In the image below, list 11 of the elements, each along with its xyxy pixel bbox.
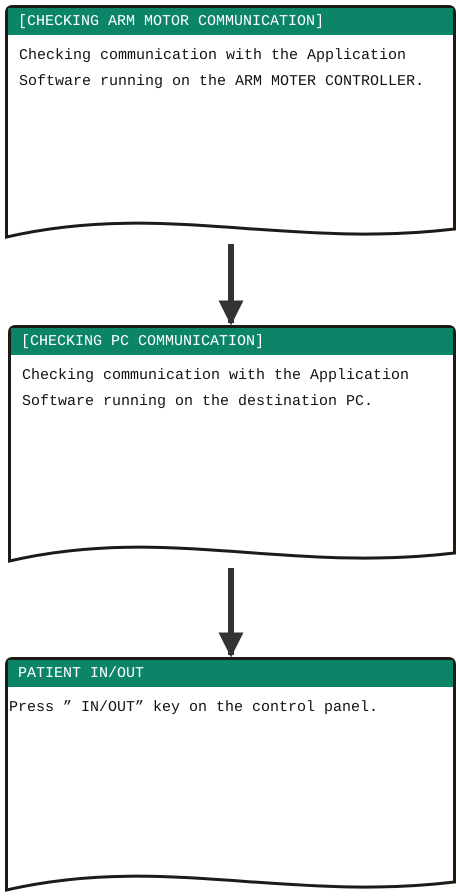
screen-title-bar: PATIENT IN/OUT xyxy=(8,660,453,687)
screen-panel xyxy=(5,5,456,241)
screen-title-bar: [CHECKING PC COMMUNICATION] xyxy=(11,328,453,355)
screen-panel xyxy=(8,325,456,565)
screen-panel xyxy=(5,657,456,894)
message-text: Checking communication with the Application Software running on the ARM MOTER CONTROLLER. xyxy=(19,46,426,92)
screen-title-bar: [CHECKING ARM MOTOR COMMUNICATION] xyxy=(8,8,453,35)
message-text: Press ” IN/OUT” key on the control panel. xyxy=(9,698,380,718)
arrow xyxy=(218,244,244,326)
arrow xyxy=(218,568,244,658)
message-text: Checking communication with the Application Software running on the destination PC. xyxy=(22,366,410,412)
